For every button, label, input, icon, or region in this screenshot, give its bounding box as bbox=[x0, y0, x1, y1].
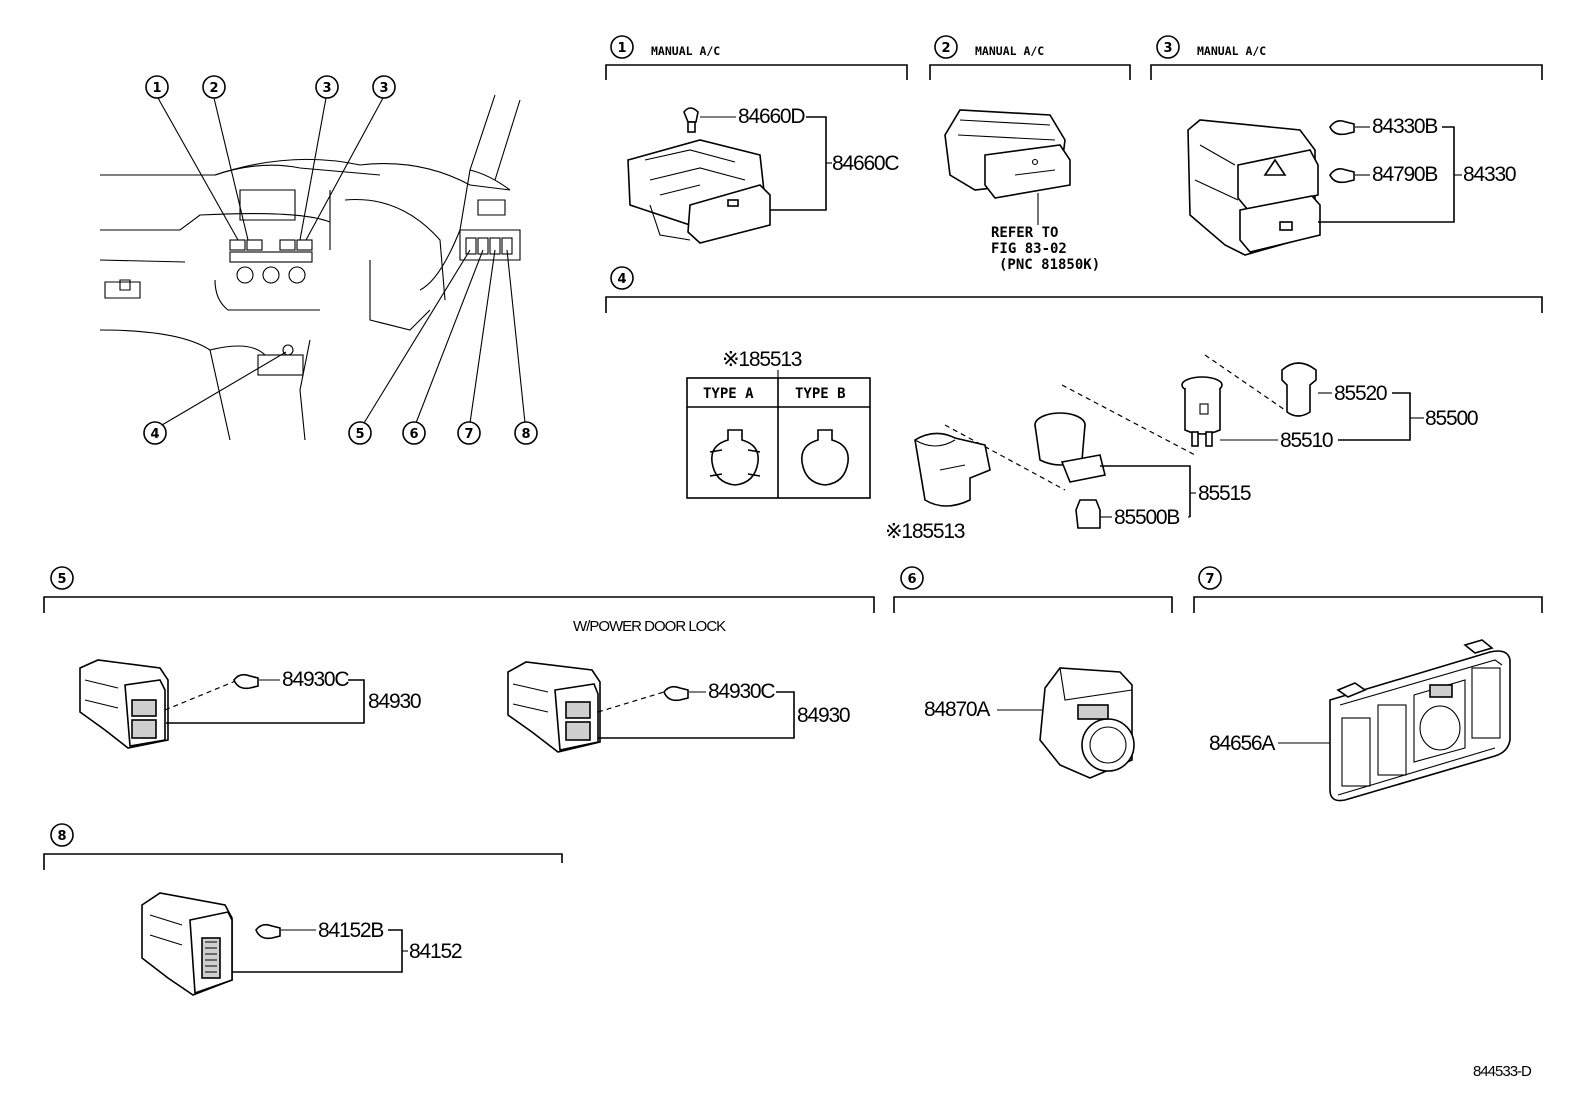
callout-1-label: 1 bbox=[152, 81, 161, 96]
section-8-number: 8 bbox=[57, 829, 66, 844]
section-3-number: 3 bbox=[1163, 41, 1172, 56]
bulb-84930C-b-icon bbox=[663, 685, 689, 702]
mirror-switch-icon bbox=[1039, 667, 1135, 779]
callout-3b-label: 3 bbox=[379, 81, 388, 96]
label-85515: 85515 bbox=[1198, 482, 1251, 505]
label-84660C: 84660C bbox=[832, 152, 899, 175]
callout-8: 8 bbox=[514, 421, 538, 445]
type-b-label: TYPE B bbox=[795, 386, 846, 402]
security-switch-icon bbox=[944, 109, 1071, 199]
refer-line-1: REFER TO bbox=[991, 225, 1058, 241]
screw-84660D-icon bbox=[683, 107, 699, 133]
dashboard-overview: 1 2 3 3 4 5 6 7 bbox=[99, 75, 538, 445]
callout-2: 2 bbox=[202, 75, 226, 99]
refer-line-3: (PNC 81850K) bbox=[999, 257, 1100, 273]
section-5: 5 W/POWER DOOR LOCK 84930C 84930 bbox=[43, 566, 875, 753]
label-85500: 85500 bbox=[1425, 407, 1478, 430]
callout-5: 5 bbox=[348, 421, 372, 445]
callout-6-label: 6 bbox=[409, 427, 418, 442]
label-84660D: 84660D bbox=[738, 105, 805, 128]
label-85513-bottom: ※185513 bbox=[885, 520, 965, 543]
section-3-bracket bbox=[1150, 64, 1543, 80]
label-84870A: 84870A bbox=[924, 698, 990, 721]
holder-85513-icon bbox=[914, 432, 991, 507]
callout-7: 7 bbox=[457, 421, 481, 445]
label-84930C-b: 84930C bbox=[708, 680, 775, 703]
label-84656A: 84656A bbox=[1209, 732, 1275, 755]
section-1-bracket bbox=[605, 64, 908, 80]
section-7: 7 84656A bbox=[1193, 566, 1543, 802]
bulb-84930C-a-icon bbox=[233, 673, 259, 690]
callout-4-label: 4 bbox=[150, 427, 159, 442]
label-85520: 85520 bbox=[1334, 382, 1387, 405]
socket-85510-icon bbox=[1181, 376, 1223, 447]
section-4-bracket bbox=[605, 296, 1543, 313]
callout-4: 4 bbox=[143, 421, 167, 445]
switch-bezel-84656A-icon bbox=[1329, 639, 1511, 802]
section-6-bracket bbox=[893, 596, 1173, 613]
callout-1: 1 bbox=[145, 75, 169, 99]
callout-5-label: 5 bbox=[355, 427, 364, 442]
section-2-number: 2 bbox=[941, 41, 950, 56]
section-1-number: 1 bbox=[617, 41, 626, 56]
callout-3a-label: 3 bbox=[322, 81, 331, 96]
section-4-number: 4 bbox=[617, 272, 626, 287]
section-5-number: 5 bbox=[57, 572, 66, 587]
section-3: 3 MANUAL A/C 84330B 84790B 84330 bbox=[1150, 35, 1543, 256]
callout-2-label: 2 bbox=[209, 81, 218, 96]
refer-line-2: FIG 83-02 bbox=[991, 241, 1067, 257]
ac-switch-84660C-icon bbox=[627, 139, 771, 244]
bulb-84152B-icon bbox=[255, 923, 281, 940]
label-84790B: 84790B bbox=[1372, 163, 1437, 186]
figure-id: 844533-D bbox=[1473, 1063, 1532, 1080]
label-84930-a: 84930 bbox=[368, 690, 421, 713]
callout-8-label: 8 bbox=[521, 427, 530, 442]
section-2-bracket bbox=[929, 64, 1131, 80]
section-5-bracket bbox=[43, 596, 875, 613]
dimmer-switch-84152-icon bbox=[141, 892, 233, 996]
section-2-header: MANUAL A/C bbox=[975, 44, 1044, 58]
plug-85520-icon bbox=[1281, 362, 1317, 417]
bulb-84330B-icon bbox=[1329, 120, 1355, 136]
label-85510: 85510 bbox=[1280, 429, 1333, 452]
label-84930-b: 84930 bbox=[797, 704, 850, 727]
label-84330: 84330 bbox=[1463, 163, 1516, 186]
callout-3a: 3 bbox=[315, 75, 339, 99]
bulb-84790B-icon bbox=[1329, 168, 1355, 184]
ring-85515-icon bbox=[1034, 412, 1106, 483]
callout-7-label: 7 bbox=[464, 427, 473, 442]
door-lock-switch-b-icon bbox=[507, 661, 601, 753]
hazard-switch-icon bbox=[1187, 119, 1321, 256]
section-6: 6 84870A bbox=[893, 566, 1173, 779]
label-85513-top: ※185513 bbox=[722, 348, 802, 371]
door-lock-switch-a-icon bbox=[79, 659, 169, 749]
label-84330B: 84330B bbox=[1372, 115, 1437, 138]
type-table: TYPE A TYPE B bbox=[686, 377, 871, 499]
callout-6: 6 bbox=[402, 421, 426, 445]
callout-3b: 3 bbox=[372, 75, 396, 99]
section-8-bracket bbox=[43, 853, 563, 870]
bulb-85500B-icon bbox=[1075, 499, 1101, 529]
clip-type-b-icon bbox=[801, 429, 849, 486]
section-8: 8 84152B 84152 bbox=[43, 823, 563, 996]
label-84152B: 84152B bbox=[318, 919, 383, 942]
type-a-label: TYPE A bbox=[703, 386, 754, 402]
clip-type-a-icon bbox=[709, 429, 761, 486]
section-2: 2 MANUAL A/C REFER TO FIG 83-02 (PNC 818… bbox=[929, 35, 1131, 273]
label-84152: 84152 bbox=[409, 940, 462, 963]
section-5-subheader: W/POWER DOOR LOCK bbox=[573, 618, 726, 635]
section-6-number: 6 bbox=[907, 572, 916, 587]
section-7-bracket bbox=[1193, 596, 1543, 613]
section-7-number: 7 bbox=[1205, 572, 1214, 587]
label-85500B: 85500B bbox=[1114, 506, 1179, 529]
section-1: 1 MANUAL A/C 84660D 84660C bbox=[605, 35, 908, 244]
section-4: 4 ※185513 TYPE A TYPE B ※185513 85515 bbox=[605, 266, 1543, 543]
section-1-header: MANUAL A/C bbox=[651, 44, 720, 58]
section-3-header: MANUAL A/C bbox=[1197, 44, 1266, 58]
label-84930C-a: 84930C bbox=[282, 668, 349, 691]
